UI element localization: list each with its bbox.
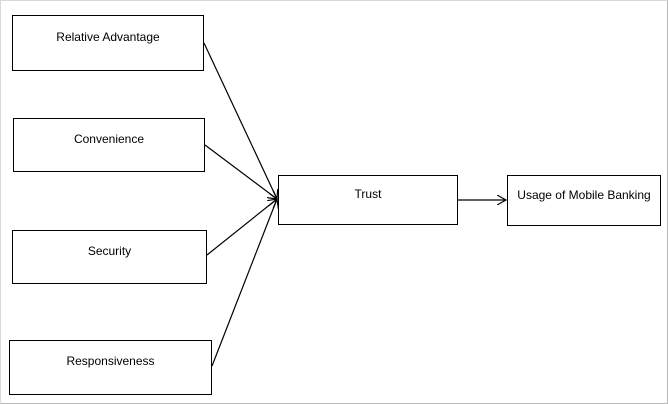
trust-label: Trust bbox=[354, 187, 382, 201]
relative-advantage-box: Relative Advantage bbox=[12, 15, 204, 71]
arrow-convenience-to-trust bbox=[204, 144, 277, 199]
trust-box: Trust bbox=[278, 175, 458, 225]
responsiveness-label: Responsiveness bbox=[66, 354, 155, 368]
arrow-security-to-trust bbox=[206, 199, 277, 256]
relative-advantage-label: Relative Advantage bbox=[56, 30, 160, 44]
usage-of-mobile-banking-box: Usage of Mobile Banking bbox=[507, 175, 661, 226]
convenience-box: Convenience bbox=[13, 118, 205, 172]
security-box: Security bbox=[12, 230, 207, 284]
convenience-label: Convenience bbox=[73, 132, 145, 146]
usage-of-mobile-banking-label: Usage of Mobile Banking bbox=[517, 188, 651, 202]
arrow-relative-advantage-to-trust bbox=[203, 42, 277, 199]
responsiveness-box: Responsiveness bbox=[9, 340, 212, 395]
security-label: Security bbox=[87, 244, 132, 258]
arrow-responsiveness-to-trust bbox=[211, 199, 277, 367]
